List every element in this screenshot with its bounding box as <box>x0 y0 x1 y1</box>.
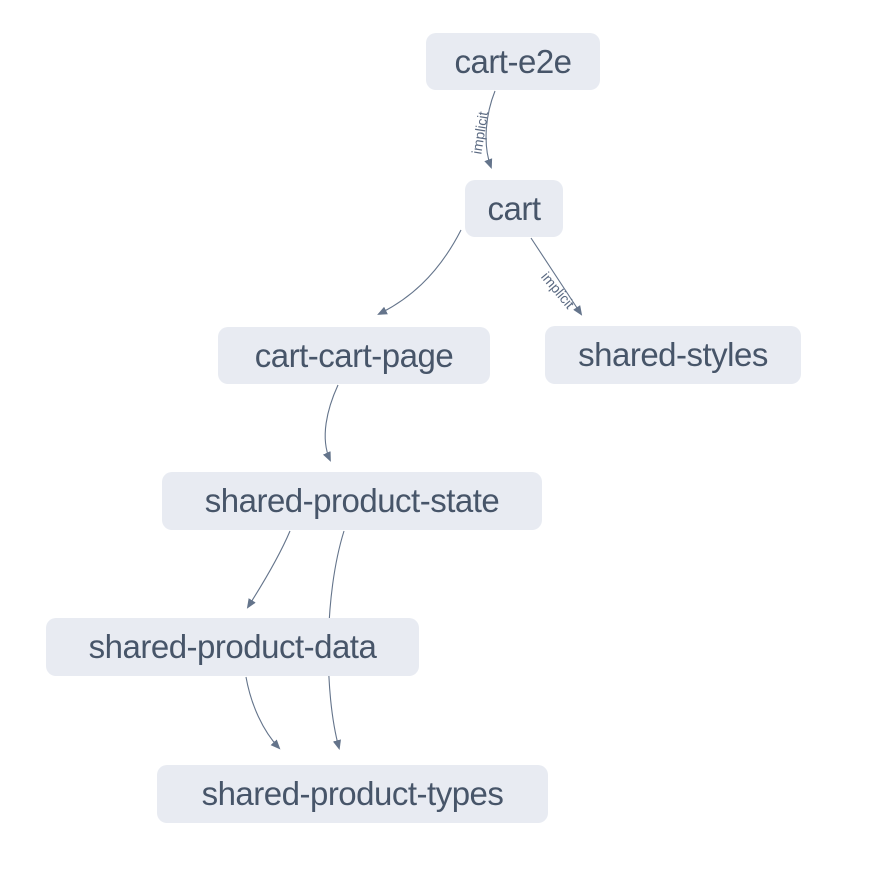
edge-shared-product-state-to-shared-product-data[interactable] <box>246 530 291 609</box>
graph-node-shared-product-data[interactable]: shared-product-data <box>46 618 419 676</box>
node-label-cart: cart <box>487 189 541 227</box>
edge-cart-to-cart-cart-page[interactable] <box>377 229 462 315</box>
edge-label-implicit-cart-e2e: implicit <box>468 110 491 155</box>
graph-node-shared-product-types[interactable]: shared-product-types <box>157 765 548 823</box>
node-label-shared-product-types: shared-product-types <box>201 775 504 812</box>
edge-cart-cart-page-to-shared-product-state[interactable] <box>322 384 339 462</box>
edge-shared-product-data-to-shared-product-types[interactable] <box>245 676 281 750</box>
edge-cart-e2e-to-cart[interactable] <box>484 90 496 169</box>
edge-label-implicit-shared-styles: implicit <box>538 269 578 312</box>
graph-node-cart[interactable]: cart <box>465 180 563 237</box>
graph-node-shared-styles[interactable]: shared-styles <box>545 326 801 384</box>
node-label-cart-e2e: cart-e2e <box>454 42 572 80</box>
node-label-shared-styles: shared-styles <box>578 336 768 373</box>
graph-node-shared-product-state[interactable]: shared-product-state <box>162 472 542 530</box>
node-label-shared-product-state: shared-product-state <box>204 482 500 519</box>
node-label-cart-cart-page: cart-cart-page <box>254 336 454 374</box>
edge-cart-to-shared-styles[interactable] <box>530 237 583 316</box>
node-label-shared-product-data: shared-product-data <box>88 628 377 665</box>
graph-node-cart-e2e[interactable]: cart-e2e <box>426 33 600 90</box>
graph-node-cart-cart-page[interactable]: cart-cart-page <box>218 327 490 384</box>
